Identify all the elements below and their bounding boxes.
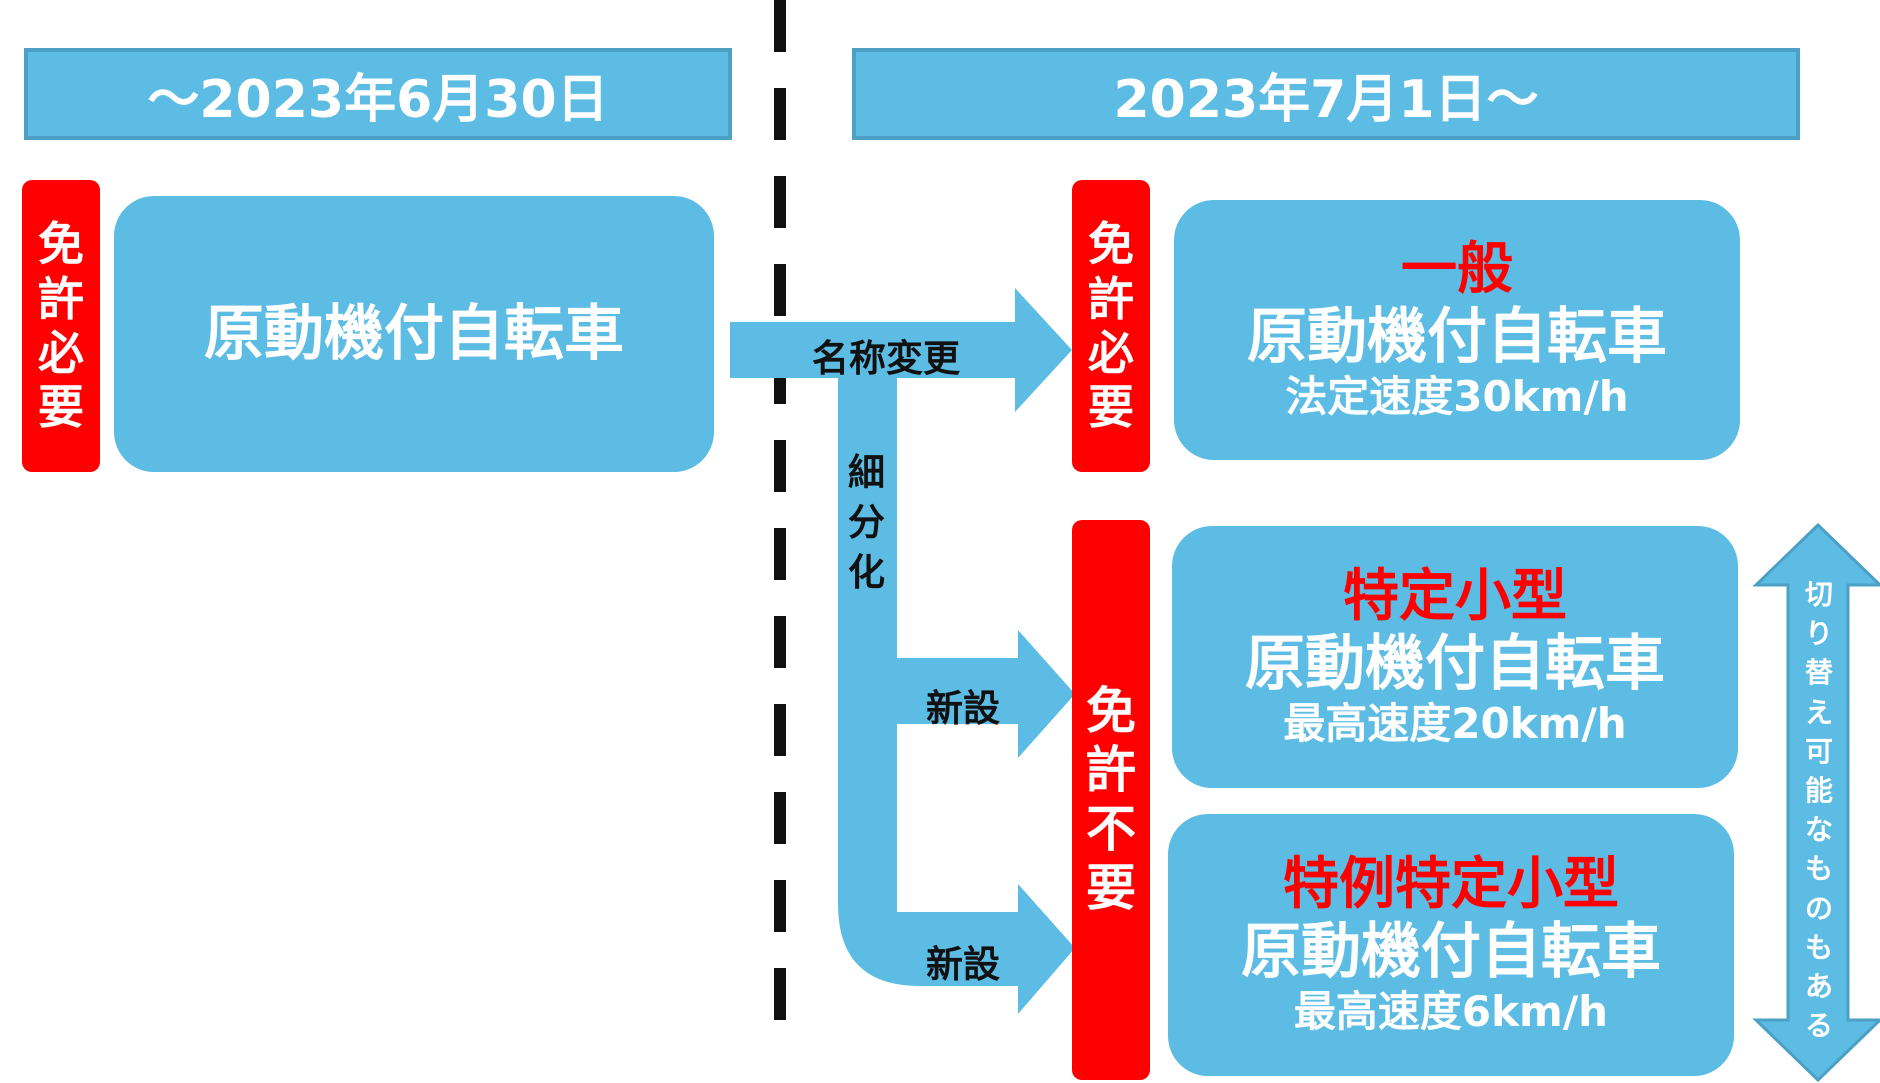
subdivide-label: 細 分 化	[848, 451, 885, 594]
vehicle-box-before: 原動機付自転車	[114, 196, 714, 472]
speed-limit: 最高速度6km/h	[1293, 986, 1609, 1036]
header-after: 2023年7月1日～	[852, 48, 1800, 140]
rename-label: 名称変更	[812, 337, 960, 380]
speed-limit: 最高速度20km/h	[1283, 698, 1627, 748]
header-before-text: ～2023年6月30日	[147, 69, 609, 130]
switch-note: 切 り 替 え 可 能 な も の も あ る	[1804, 578, 1833, 1043]
header-before: ～2023年6月30日	[24, 48, 732, 140]
new-label-1: 新設	[926, 687, 1000, 730]
vehicle-name: 原動機付自転車	[1241, 916, 1661, 987]
subdivide-trunk	[838, 378, 1075, 1014]
general-moped-box: 一般 原動機付自転車 法定速度30km/h	[1174, 200, 1740, 460]
specified-small-moped-box: 特定小型 原動機付自転車 最高速度20km/h	[1172, 526, 1738, 788]
vehicle-name: 原動機付自転車	[1247, 301, 1667, 372]
speed-limit: 法定速度30km/h	[1285, 371, 1629, 421]
rename-arrow	[730, 288, 1072, 412]
category-label: 特例特定小型	[1283, 852, 1619, 918]
category-label: 特定小型	[1343, 564, 1567, 630]
special-specified-small-moped-box: 特例特定小型 原動機付自転車 最高速度6km/h	[1168, 814, 1734, 1076]
category-label: 一般	[1401, 237, 1513, 303]
license-required-badge-after: 免 許 必 要	[1072, 180, 1150, 472]
vehicle-name: 原動機付自転車	[1245, 628, 1665, 699]
license-required-badge-before: 免 許 必 要	[22, 180, 100, 472]
license-not-required-badge: 免 許 不 要	[1072, 520, 1150, 1080]
switch-double-arrow	[1752, 522, 1880, 1083]
header-after-text: 2023年7月1日～	[1113, 69, 1539, 130]
new-label-2: 新設	[926, 943, 1000, 986]
vehicle-name: 原動機付自転車	[204, 298, 624, 369]
